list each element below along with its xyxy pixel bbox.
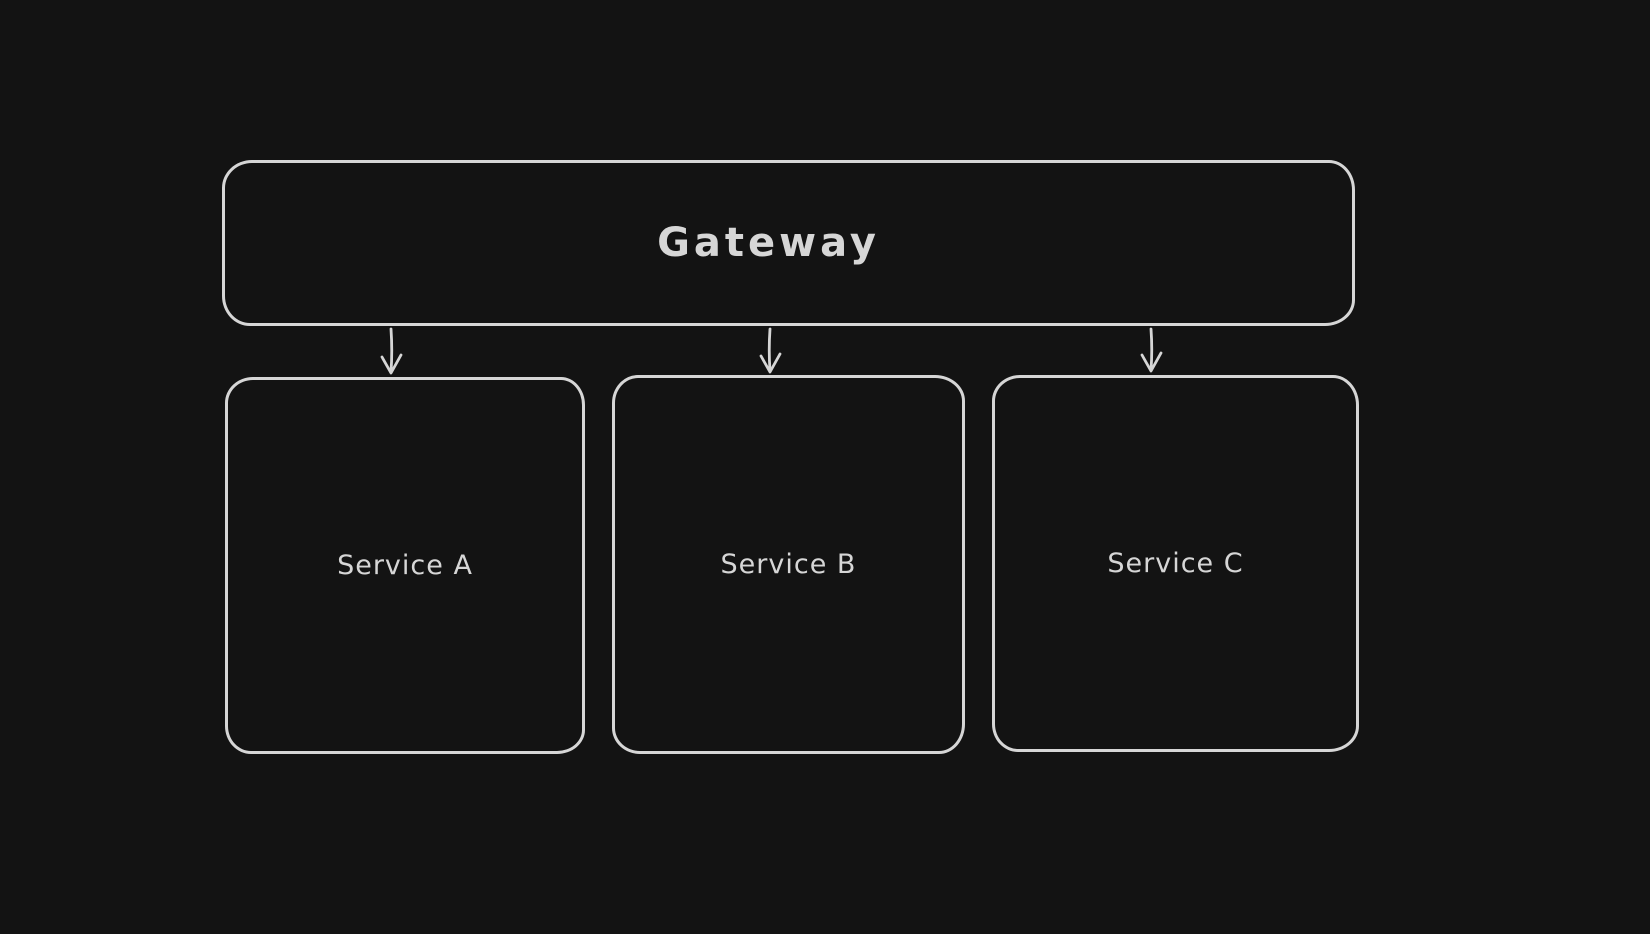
arrow-gateway-to-service-a[interactable] bbox=[380, 327, 403, 375]
service-c-node[interactable]: Service C bbox=[992, 375, 1359, 752]
gateway-node[interactable]: Gateway bbox=[222, 160, 1355, 326]
arrow-shaft bbox=[1149, 327, 1154, 372]
service-b-label: Service B bbox=[720, 549, 857, 580]
arrow-head-icon bbox=[759, 352, 782, 374]
service-a-label: Service A bbox=[337, 550, 473, 581]
arrow-shaft bbox=[767, 327, 772, 373]
service-a-node[interactable]: Service A bbox=[225, 377, 585, 754]
service-c-label: Service C bbox=[1107, 548, 1244, 579]
gateway-label: Gateway bbox=[657, 220, 880, 266]
arrow-gateway-to-service-c[interactable] bbox=[1140, 327, 1163, 373]
arrow-head-icon bbox=[380, 353, 403, 375]
service-b-node[interactable]: Service B bbox=[612, 375, 965, 754]
arrow-shaft bbox=[389, 327, 394, 374]
arrow-head-icon bbox=[1140, 351, 1163, 373]
arrow-gateway-to-service-b[interactable] bbox=[759, 327, 782, 374]
